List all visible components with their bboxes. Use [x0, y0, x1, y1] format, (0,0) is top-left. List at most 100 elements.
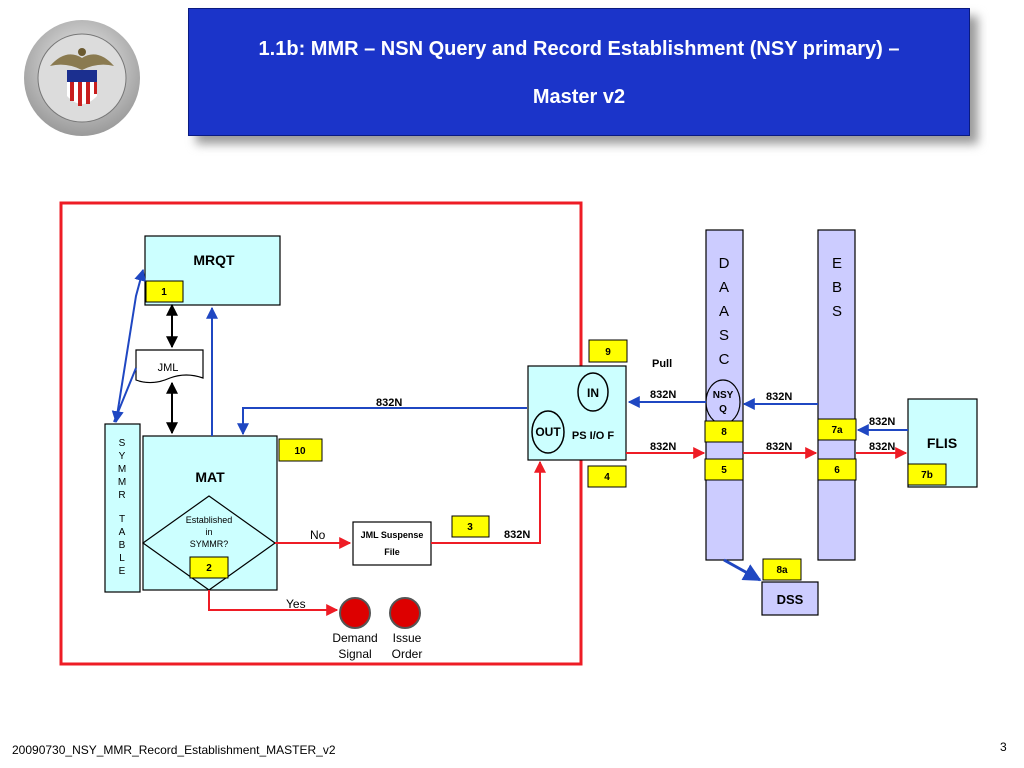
- demand-signal-label: Demand: [332, 631, 377, 645]
- psio-mat-832n-arrow: [237, 407, 527, 436]
- step-badge-7b: [907, 463, 947, 486]
- step-badge-9: [588, 339, 628, 363]
- edge-label-832n: 832N: [869, 441, 895, 453]
- step-badge-10-label: 10: [294, 446, 306, 457]
- title-line-1: 1.1b: MMR – NSN Query and Record Establi…: [258, 38, 900, 60]
- step-badge-8a-label: 8a: [776, 565, 788, 576]
- step-badge-2: [189, 556, 229, 579]
- step-badge-8-label: 8: [721, 427, 727, 438]
- symmr-letter: M: [118, 464, 126, 475]
- jml-suspense-label: File: [384, 547, 400, 557]
- symmr-letter: R: [118, 490, 125, 501]
- symmr-table: [104, 423, 141, 593]
- demand-signal-stop: [339, 597, 371, 629]
- jml-label: JML: [158, 362, 179, 374]
- daasc-letter: A: [719, 303, 729, 320]
- step-badges: 1 2 3 4 5 6 7a 7b 8 8a 9 10: [145, 280, 947, 581]
- step-badge-10: [278, 438, 323, 462]
- jml-suspense-file: [352, 521, 432, 566]
- dss-label: DSS: [777, 592, 804, 607]
- flis-label: FLIS: [927, 435, 957, 451]
- symmr-letter: M: [118, 477, 126, 488]
- ebs-letter: B: [832, 279, 842, 296]
- step-badge-5: [704, 458, 744, 481]
- edge-label-832n: 832N: [766, 441, 792, 453]
- dss-box: [761, 581, 819, 616]
- symmr-letter: A: [119, 527, 126, 538]
- issue-order-label: Issue: [393, 631, 422, 645]
- edge-label-no: No: [310, 528, 326, 542]
- step-badge-1-label: 1: [161, 287, 167, 298]
- page-number: 3: [1000, 740, 1007, 754]
- step-badge-3-label: 3: [467, 522, 473, 533]
- symmr-letter: L: [119, 553, 125, 564]
- suspense-psio-832n-arrow: [431, 460, 546, 544]
- agency-seal-logo: [24, 20, 140, 136]
- step-badge-8: [704, 420, 744, 443]
- edge-label-832n: 832N: [869, 416, 895, 428]
- symmr-letter: S: [119, 438, 126, 449]
- daasc-letter: C: [719, 351, 730, 368]
- jml-suspense-label: JML Suspense: [361, 530, 424, 540]
- ebs-letter: S: [832, 303, 842, 320]
- nsyq-label: NSY: [713, 390, 734, 401]
- connectors: [111, 268, 908, 616]
- step-badge-5-label: 5: [721, 465, 727, 476]
- step-badge-4: [587, 465, 627, 488]
- symmr-letter: Y: [119, 451, 126, 462]
- daasc-letter: D: [719, 255, 730, 272]
- demand-signal-label: Signal: [338, 647, 371, 661]
- in-port: [577, 372, 609, 412]
- step-badge-2-label: 2: [206, 563, 212, 574]
- slide-title: 1.1b: MMR – NSN Query and Record Establi…: [189, 25, 969, 121]
- issue-order-label: Order: [392, 647, 423, 661]
- ebs-letter: E: [832, 255, 842, 272]
- step-badge-9-label: 9: [605, 347, 611, 358]
- step-badge-6: [817, 458, 857, 481]
- daasc-label: D A A S C: [719, 255, 730, 368]
- decision-text: SYMMR?: [190, 539, 229, 549]
- step-badge-3: [451, 515, 490, 538]
- edge-label-832n: 832N: [504, 529, 530, 541]
- edge-label-832n: 832N: [376, 397, 402, 409]
- symmr-letter: E: [119, 566, 126, 577]
- edge-label-832n: 832N: [650, 389, 676, 401]
- symmr-letter: B: [119, 540, 126, 551]
- edge-labels: 832N 832N Pull 832N 832N 832N 832N 832N …: [376, 358, 895, 541]
- in-label: IN: [587, 386, 599, 400]
- step-badge-6-label: 6: [834, 465, 840, 476]
- step-badge-7a: [817, 418, 857, 441]
- nsyq-queue: [705, 379, 741, 425]
- daasc-letter: S: [719, 327, 729, 344]
- decision-yes-arrow: [208, 590, 339, 616]
- step-badge-8a: [762, 558, 802, 581]
- nsyq-label: Q: [719, 404, 727, 415]
- issue-order-stop: [389, 597, 421, 629]
- mat-label: MAT: [195, 469, 225, 485]
- edge-label-832n: 832N: [650, 441, 676, 453]
- step-badge-7b-label: 7b: [921, 470, 933, 481]
- edge-label-832n: 832N: [766, 391, 792, 403]
- daasc-dss-arrow: [723, 558, 762, 582]
- symmr-letter: T: [119, 514, 125, 525]
- title-banner: 1.1b: MMR – NSN Query and Record Establi…: [188, 8, 970, 136]
- mrqt-label: MRQT: [193, 252, 235, 268]
- symmr-table-label: S Y M M R T A B L E: [118, 438, 126, 577]
- decision-text: Established: [186, 515, 233, 525]
- ebs-label: E B S: [832, 255, 842, 320]
- step-badge-7a-label: 7a: [831, 425, 843, 436]
- decision-text: in: [205, 527, 212, 537]
- ebs-lane: [817, 229, 856, 561]
- step-badge-4-label: 4: [604, 472, 610, 483]
- out-port: [531, 410, 565, 454]
- footer-filename: 20090730_NSY_MMR_Record_Establishment_MA…: [12, 743, 336, 757]
- mrqt-symmr-arrow: [111, 268, 146, 424]
- step-badge-1: [145, 280, 184, 303]
- title-line-2: Master v2: [532, 86, 626, 108]
- edge-label-pull: Pull: [652, 358, 672, 370]
- jml-symmr-line: [113, 367, 137, 423]
- daasc-letter: A: [719, 279, 729, 296]
- out-label: OUT: [535, 425, 561, 439]
